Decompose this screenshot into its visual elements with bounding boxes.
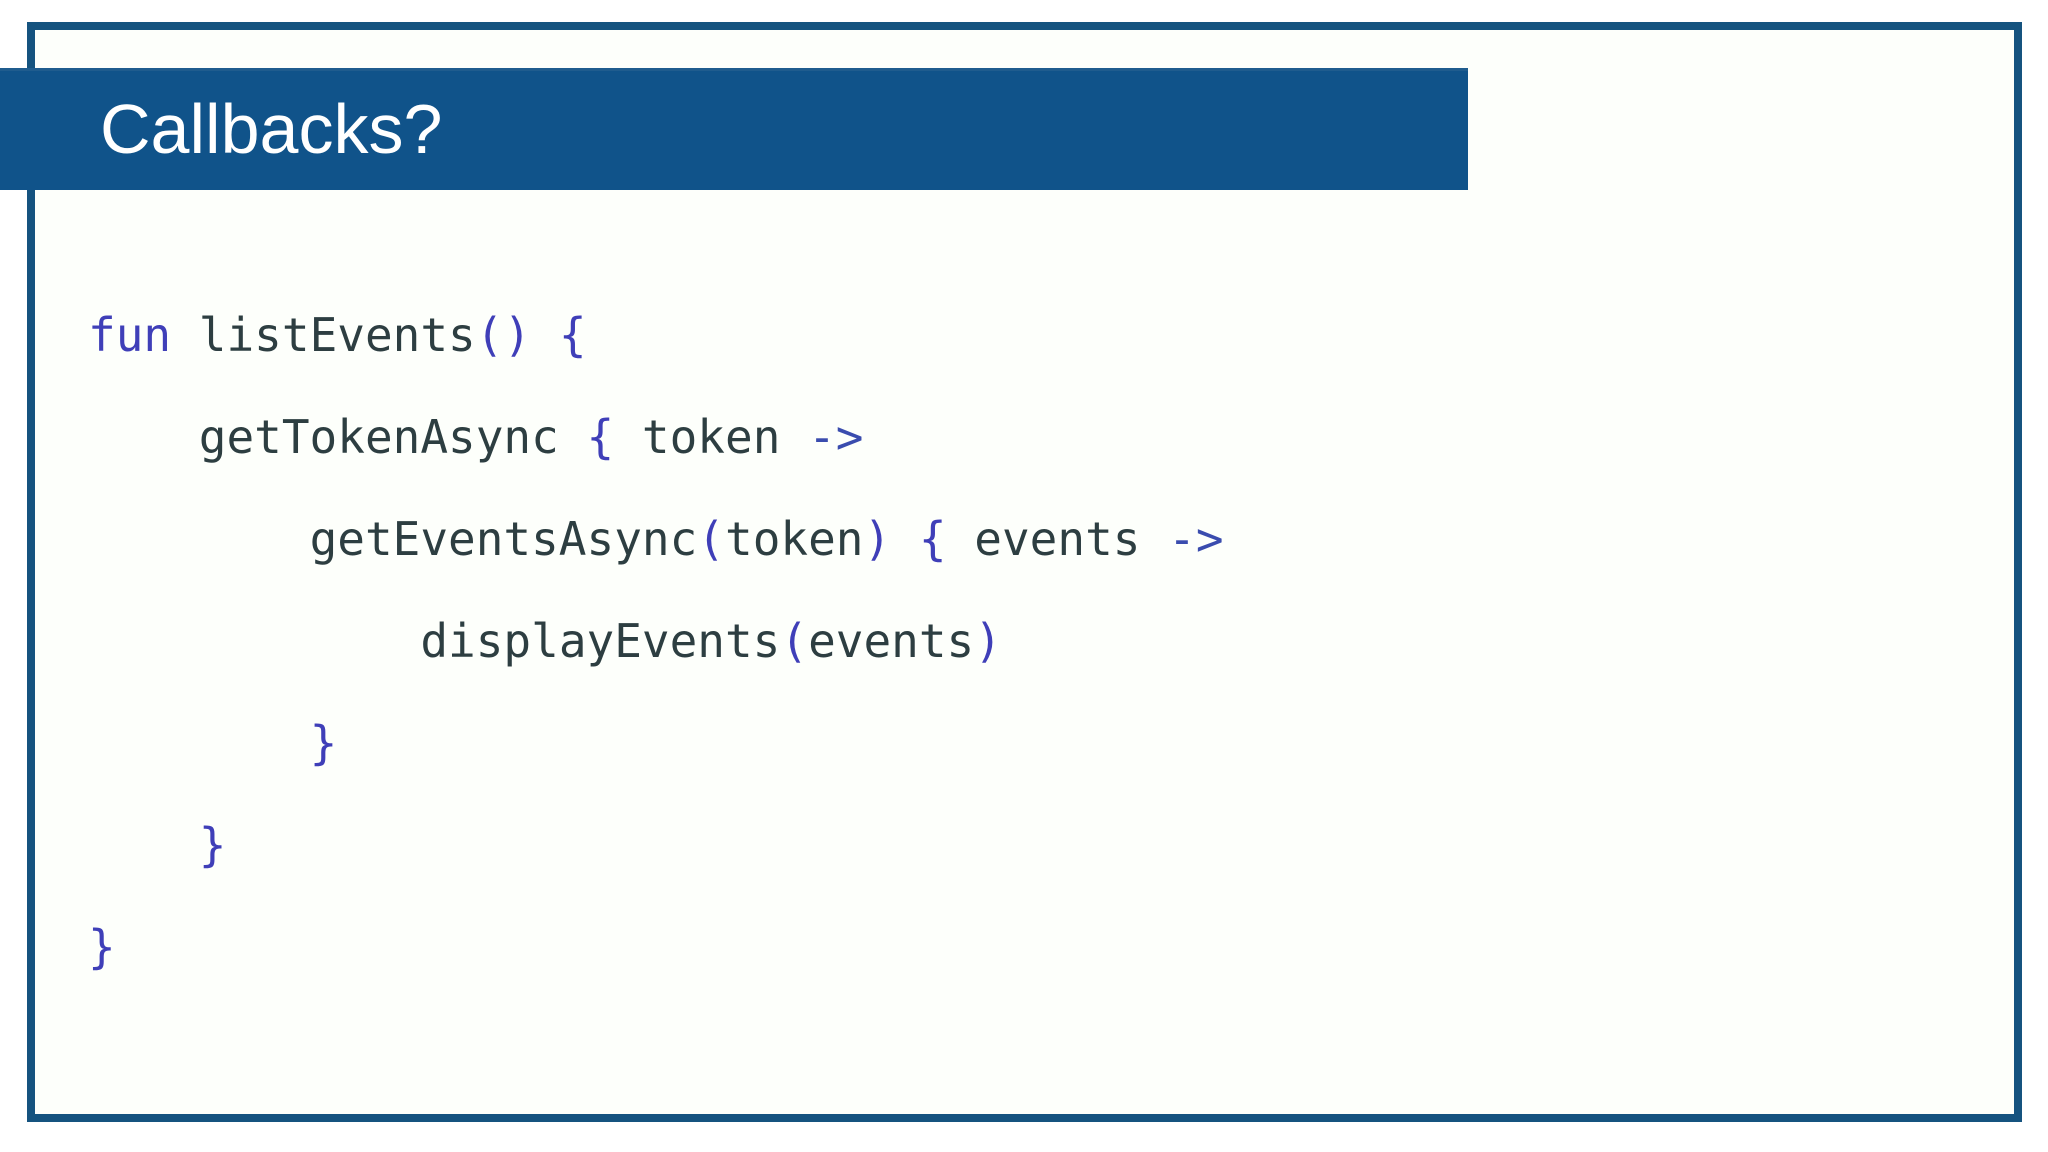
code-token-id: getEventsAsync (309, 512, 698, 566)
code-token-id: events (946, 512, 1169, 566)
code-line: } (88, 716, 338, 770)
code-indent (88, 614, 420, 668)
code-token-id: displayEvents (420, 614, 781, 668)
page-title: Callbacks? (100, 90, 443, 168)
code-line: fun listEvents() { (88, 308, 587, 362)
code-token-id (559, 410, 587, 464)
code-line: } (88, 920, 116, 974)
code-indent (88, 410, 199, 464)
code-token-id: events (808, 614, 975, 668)
code-token-id (531, 308, 559, 362)
code-token-id (171, 308, 199, 362)
code-indent (88, 818, 199, 872)
code-token-pun: ) (863, 512, 892, 566)
code-token-arr: -> (1168, 512, 1224, 566)
code-token-id: token (725, 512, 864, 566)
slide-header-banner: Callbacks? (0, 68, 1468, 190)
code-token-arr: -> (808, 410, 864, 464)
code-token-pun: { (918, 512, 947, 566)
code-token-id: listEvents (198, 308, 476, 362)
code-token-pun: ( (697, 512, 725, 566)
code-token-pun: } (309, 716, 338, 770)
code-line: getEventsAsync(token) { events -> (88, 512, 1224, 566)
code-indent (88, 512, 310, 566)
code-line: displayEvents(events) (88, 614, 1002, 668)
code-token-pun: { (586, 410, 615, 464)
code-line: } (88, 818, 227, 872)
code-indent (88, 716, 310, 770)
code-token-pun: } (88, 920, 116, 974)
code-line: getTokenAsync { token -> (88, 410, 864, 464)
code-token-id: getTokenAsync (198, 410, 559, 464)
code-token-id (891, 512, 919, 566)
code-token-pun: ( (780, 614, 809, 668)
code-token-pun: () (475, 308, 532, 362)
code-token-pun: { (558, 308, 587, 362)
code-token-id: token (614, 410, 809, 464)
code-token-kw: fun (88, 308, 172, 362)
slide-frame (27, 22, 2022, 1122)
code-block: fun listEvents() { getTokenAsync { token… (88, 284, 1224, 998)
code-token-pun: } (198, 818, 227, 872)
code-token-pun: ) (974, 614, 1002, 668)
